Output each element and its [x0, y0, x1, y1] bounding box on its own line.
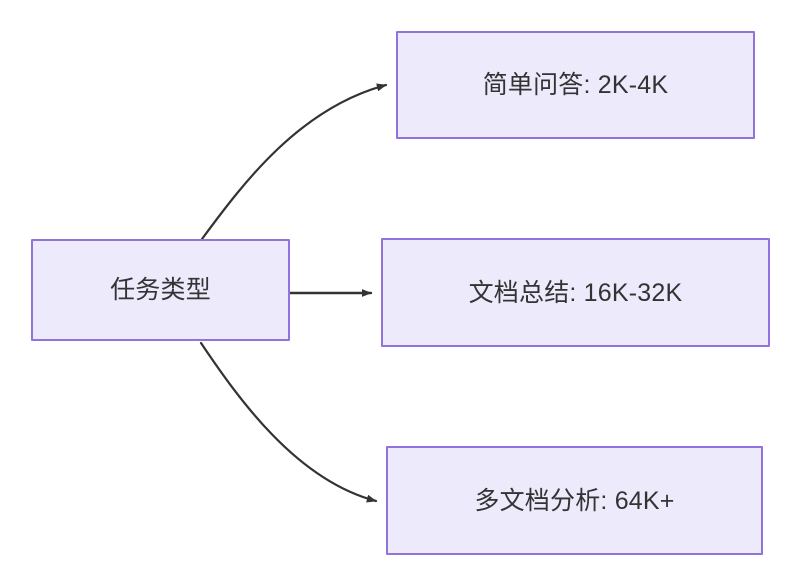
node-simple-qa-label: 简单问答: 2K-4K [482, 71, 669, 99]
node-multi-document-analysis-label: 多文档分析: 64K+ [474, 486, 675, 515]
edge-root-simple-qa [200, 83, 388, 241]
edge-root-multi-doc [199, 341, 378, 503]
node-document-summary[interactable]: 文档总结: 16K-32K [381, 238, 770, 347]
node-task-type-label: 任务类型 [110, 276, 211, 304]
node-simple-qa[interactable]: 简单问答: 2K-4K [396, 31, 755, 139]
node-task-type[interactable]: 任务类型 [31, 239, 290, 341]
node-multi-document-analysis[interactable]: 多文档分析: 64K+ [386, 446, 763, 555]
node-document-summary-label: 文档总结: 16K-32K [468, 278, 683, 307]
